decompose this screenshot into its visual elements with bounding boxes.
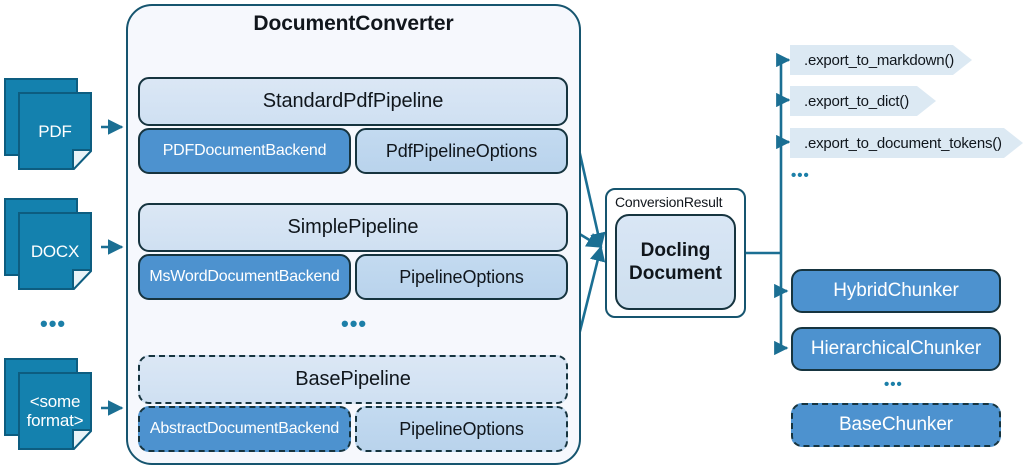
- chunker-base[interactable]: BaseChunker: [791, 403, 1001, 447]
- input-doc-label-line1: <some: [29, 392, 81, 411]
- pipeline-standardpdfpipeline[interactable]: StandardPdfPipeline PDFDocumentBackend P…: [138, 77, 568, 174]
- conversion-result-label: ConversionResult: [615, 194, 723, 210]
- export-callout-document-tokens[interactable]: .export_to_document_tokens(): [790, 128, 1023, 158]
- pipeline-basepipeline[interactable]: BasePipeline AbstractDocumentBackend Pip…: [138, 355, 568, 452]
- input-doc-label: DOCX: [30, 241, 80, 261]
- inputs-ellipsis: •••: [40, 311, 67, 336]
- docling-document-line2: Document: [629, 263, 722, 284]
- input-doc-label-line2: format>: [26, 411, 84, 430]
- pipeline-options[interactable]: PipelineOptions: [355, 254, 568, 300]
- docling-document-line1: Docling: [640, 240, 711, 261]
- pipeline-name: SimplePipeline: [138, 203, 568, 252]
- chunker-hybrid[interactable]: HybridChunker: [791, 269, 1001, 313]
- pipeline-backend[interactable]: MsWordDocumentBackend: [138, 254, 351, 300]
- input-doc-docx[interactable]: DOCX: [4, 198, 92, 290]
- pipeline-simplepipeline[interactable]: SimplePipeline MsWordDocumentBackend Pip…: [138, 203, 568, 300]
- pipeline-options[interactable]: PdfPipelineOptions: [355, 128, 568, 174]
- input-doc-pdf[interactable]: PDF: [4, 78, 92, 170]
- pipelines-ellipsis: •••: [341, 311, 368, 336]
- pipeline-backend[interactable]: AbstractDocumentBackend: [138, 406, 351, 452]
- chunkers-ellipsis: •••: [884, 376, 903, 393]
- docling-document-box[interactable]: Docling Document: [615, 214, 736, 310]
- export-callout-dict[interactable]: .export_to_dict(): [790, 86, 936, 116]
- page-title: DocumentConverter: [253, 12, 454, 35]
- pipeline-backend[interactable]: PDFDocumentBackend: [138, 128, 351, 174]
- pipeline-name: BasePipeline: [138, 355, 568, 404]
- exports-ellipsis: •••: [791, 167, 810, 184]
- pipeline-components: MsWordDocumentBackend PipelineOptions: [138, 254, 568, 300]
- pipeline-options[interactable]: PipelineOptions: [355, 406, 568, 452]
- export-callout-markdown[interactable]: .export_to_markdown(): [790, 45, 972, 75]
- pipeline-name: StandardPdfPipeline: [138, 77, 568, 126]
- doc-sheet-front: DOCX: [18, 212, 92, 290]
- pipeline-components: AbstractDocumentBackend PipelineOptions: [138, 406, 568, 452]
- pipeline-components: PDFDocumentBackend PdfPipelineOptions: [138, 128, 568, 174]
- input-doc-label: PDF: [38, 121, 72, 141]
- chunker-hierarchical[interactable]: HierarchicalChunker: [791, 327, 1001, 371]
- doc-sheet-front: PDF: [18, 92, 92, 170]
